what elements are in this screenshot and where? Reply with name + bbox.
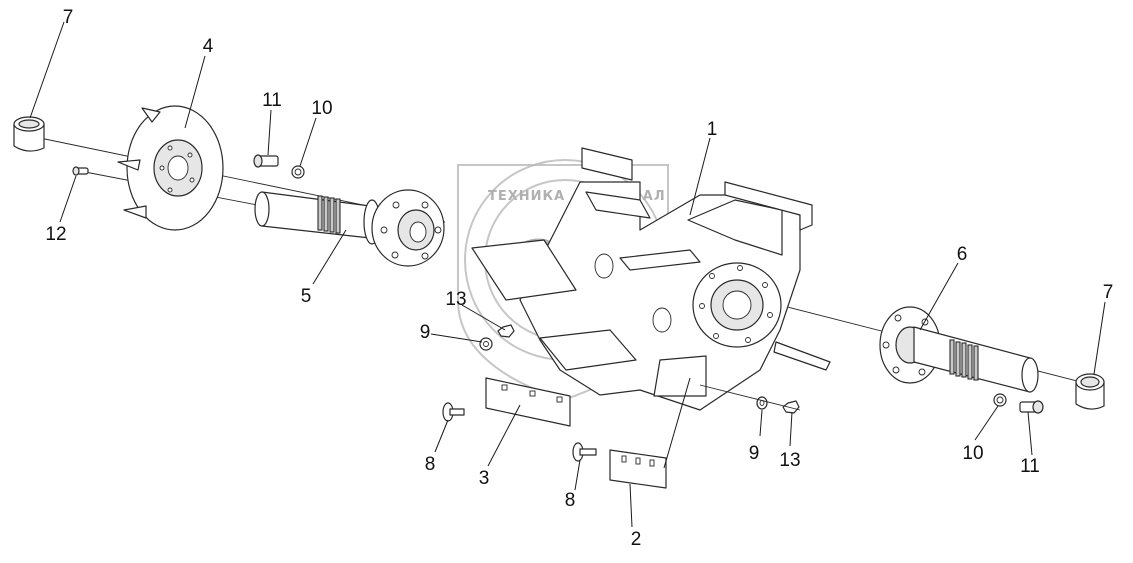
callout-4: 4 xyxy=(203,36,214,57)
part-13-nut-right xyxy=(782,400,800,414)
callout-7-left: 7 xyxy=(63,7,74,28)
part-4-disc xyxy=(117,105,224,231)
part-6-shaft-right xyxy=(879,306,1039,393)
leader-lines xyxy=(29,21,1106,528)
callout-8-left: 8 xyxy=(425,454,436,475)
callout-13-right: 13 xyxy=(779,450,800,471)
callout-13-left: 13 xyxy=(445,289,466,310)
part-10-washer-left xyxy=(291,165,305,179)
part-10-washer-right xyxy=(993,393,1007,407)
callout-5: 5 xyxy=(301,286,312,307)
callout-7-right: 7 xyxy=(1103,282,1114,303)
part-12-bolt xyxy=(72,166,89,176)
callout-2: 2 xyxy=(631,529,642,550)
watermark-text-left: ТЕХНИКА xyxy=(488,189,565,204)
callout-9-right: 9 xyxy=(749,443,760,464)
part-7-right-cap xyxy=(1075,373,1105,410)
part-3-plate xyxy=(485,377,571,427)
part-8-bolt-left xyxy=(442,402,465,422)
callout-12: 12 xyxy=(45,224,66,245)
callout-3: 3 xyxy=(479,468,490,489)
callout-9-left: 9 xyxy=(420,322,431,343)
part-11-bolt-right xyxy=(1019,400,1044,414)
callout-11-left: 11 xyxy=(262,90,282,111)
part-9-washer-left xyxy=(479,337,493,351)
callout-1: 1 xyxy=(707,119,718,140)
part-1-housing xyxy=(471,147,831,411)
part-8-bolt-right xyxy=(572,442,597,462)
right-bolt-axis xyxy=(699,384,801,411)
callout-10-right: 10 xyxy=(962,443,983,464)
part-2-plate xyxy=(609,449,667,489)
part-5-shaft-left xyxy=(254,189,445,267)
callouts: 7 4 11 10 1 12 5 6 7 13 9 8 3 9 13 10 11… xyxy=(45,7,1113,550)
part-7-left-cap xyxy=(13,116,45,152)
callout-11-right: 11 xyxy=(1020,456,1040,477)
callout-8-right: 8 xyxy=(565,490,576,511)
part-9-washer-right xyxy=(756,396,768,410)
callout-6: 6 xyxy=(957,244,968,265)
part-11-bolt-left xyxy=(253,154,279,168)
callout-10-left: 10 xyxy=(311,98,332,119)
